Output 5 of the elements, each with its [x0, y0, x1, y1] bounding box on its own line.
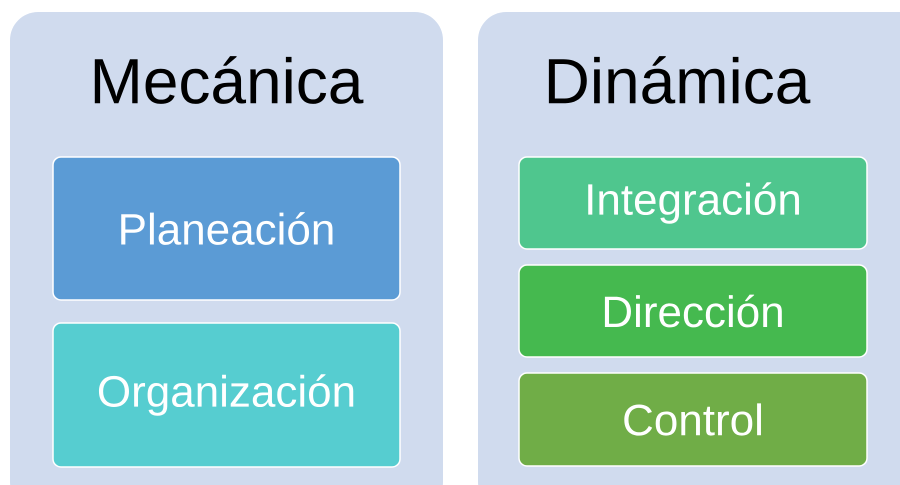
- process-box: Control: [518, 372, 868, 467]
- process-box: Dirección: [518, 264, 868, 358]
- process-box: Integración: [518, 156, 868, 250]
- process-box: Planeación: [52, 156, 401, 301]
- process-box: Organización: [52, 322, 401, 468]
